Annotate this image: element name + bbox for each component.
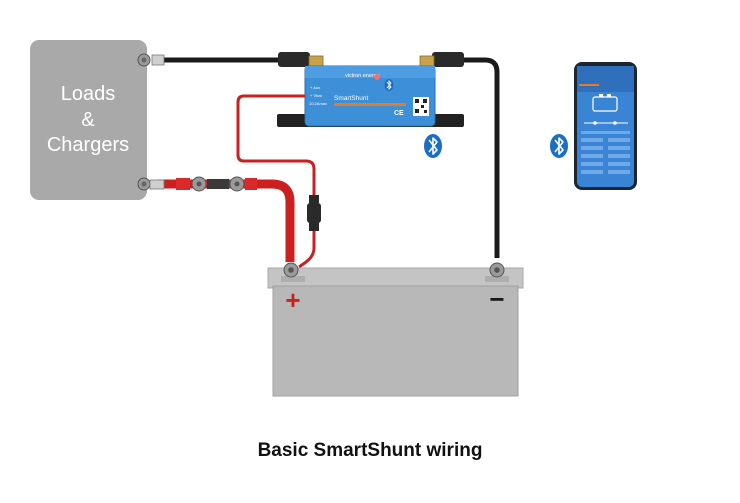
loads-label: Loads (61, 83, 116, 105)
battery-negative-symbol: − (489, 284, 504, 314)
shunt-name: SmartShunt (334, 95, 369, 102)
loads-chargers-box: Loads & Chargers (30, 40, 147, 200)
aux-label: + Aux (310, 85, 320, 90)
status-led (374, 74, 380, 80)
fuse-rating-label: 10.2Amax (309, 101, 327, 106)
positive-cable-main (158, 179, 295, 262)
vbat-label: + Vbat (310, 93, 323, 98)
battery: + − (267, 267, 524, 397)
qr-code (413, 97, 429, 116)
cable-boot-left (278, 52, 310, 67)
cable-boot-right (432, 52, 464, 67)
terminal-icon (283, 262, 299, 278)
fuse-icon (307, 195, 321, 231)
diagram-caption: Basic SmartShunt wiring (257, 440, 483, 461)
sense-wire-lower (298, 231, 316, 269)
fuse-icon (176, 176, 257, 192)
smartshunt: victron energy + Aux + Vbat 10.2Amax Sma… (304, 65, 436, 127)
sense-wire (236, 94, 316, 196)
terminal-icon (489, 262, 505, 278)
battery-positive-symbol: + (285, 285, 300, 315)
terminal-icon (137, 53, 165, 67)
bluetooth-icon (384, 79, 394, 91)
phone-app (574, 62, 637, 190)
ce-mark: CE (394, 110, 404, 117)
bluetooth-icon (550, 134, 568, 158)
shunt-stripe (334, 103, 406, 106)
ampersand-label: & (81, 109, 95, 131)
bluetooth-icon (424, 134, 442, 158)
negative-cable-battery (463, 57, 500, 258)
terminal-icon (137, 177, 165, 191)
chargers-label: Chargers (47, 134, 129, 156)
shunt-brand: victron energy (345, 73, 380, 79)
